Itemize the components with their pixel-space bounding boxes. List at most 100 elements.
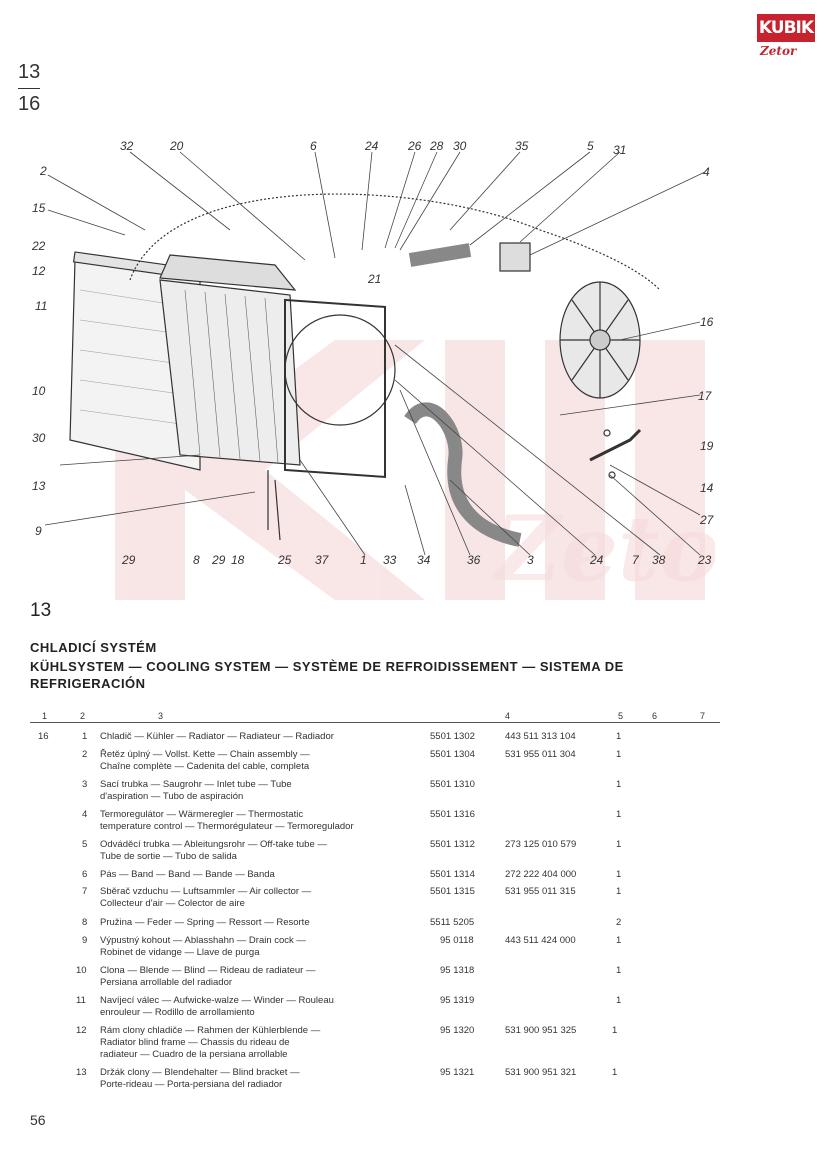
quantity: 2 [616, 917, 622, 928]
quantity: 1 [616, 779, 622, 790]
callout-label: 7 [632, 553, 640, 567]
callout-label: 18 [231, 553, 245, 567]
description-cont: Robinet de vidange — Llave de purga [100, 947, 260, 958]
position: 3 [82, 779, 88, 790]
callout-label: 30 [453, 139, 467, 153]
callout-label: 32 [120, 139, 134, 153]
callout-label: 29 [121, 553, 136, 567]
callout-label: 38 [652, 553, 666, 567]
part-code: 95 0118 [440, 935, 474, 946]
callout-label: 33 [383, 553, 397, 567]
position: 5 [82, 839, 88, 850]
callout-label: 4 [703, 165, 710, 179]
description: Sběrač vzduchu — Luftsammler — Air colle… [100, 886, 312, 897]
callout-label: 9 [35, 524, 42, 538]
reference: 531 900 951 325 [505, 1025, 577, 1036]
zetor-logo: Zetor [760, 44, 797, 58]
part-code: 5501 1304 [430, 749, 475, 760]
title-multilingual: KÜHLSYSTEM — COOLING SYSTEM — SYSTÈME DE… [30, 659, 624, 691]
part-code: 5501 1315 [430, 886, 475, 897]
quantity: 1 [616, 869, 622, 880]
callout-label: 11 [35, 299, 47, 313]
position: 9 [82, 935, 88, 946]
callout-label: 2 [39, 164, 47, 178]
position: 12 [76, 1025, 87, 1036]
col-header-1: 1 [42, 711, 48, 721]
description-cont: enrouleur — Rodillo de arrollamiento [100, 1007, 255, 1018]
col-header-3: 3 [158, 711, 164, 721]
page-ref-divider [18, 88, 40, 89]
description: Řetěz úplný — Vollst. Kette — Chain asse… [100, 749, 310, 760]
callout-label: 35 [515, 139, 529, 153]
callout-label: 27 [699, 513, 715, 527]
description-cont: Porte-rideau — Porta-persiana del radiad… [100, 1079, 283, 1090]
watermark-text: Zetor [492, 496, 715, 600]
callout-label: 24 [589, 553, 604, 567]
callout-label: 31 [613, 143, 626, 157]
description: Navíjecí válec — Aufwicke-walze — Winder… [100, 995, 334, 1006]
callout-label: 13 [32, 479, 46, 493]
cooling-system-diagram: 32 20 6 24 26 28 30 35 5 31 4 2 15 22 12… [31, 139, 715, 567]
part-code: 95 1320 [440, 1025, 475, 1036]
position: 2 [82, 749, 88, 760]
description-cont: d'aspiration — Tubo de aspiración [100, 791, 244, 802]
logo-text: KUBIK [758, 18, 814, 38]
position: 11 [76, 995, 86, 1006]
description: Clona — Blende — Blind — Rideau de radia… [100, 965, 316, 976]
description: Rám clony chladiče — Rahmen der Kühlerbl… [100, 1025, 321, 1036]
callout-label: 29 [211, 553, 226, 567]
header-rule [30, 722, 720, 723]
col-header-4: 4 [505, 711, 511, 721]
part-code: 5501 1312 [430, 839, 475, 850]
reference: 272 222 404 000 [505, 869, 577, 880]
quantity: 1 [616, 839, 622, 850]
callout-label: 15 [32, 201, 46, 215]
page-ref-top: 13 [18, 61, 41, 83]
callout-label: 28 [429, 139, 444, 153]
callout-label: 3 [527, 553, 534, 567]
page-ref-bottom: 16 [18, 93, 41, 115]
description-cont: Chaîne complète — Cadenita del cable, co… [100, 761, 310, 772]
description: Pás — Band — Band — Bande — Banda [100, 869, 275, 880]
description-cont: Collecteur d'air — Colector de aire [100, 898, 245, 909]
quantity: 1 [616, 731, 622, 742]
reference: 531 900 951 321 [505, 1067, 577, 1078]
position: 13 [76, 1067, 87, 1078]
part-code: 5501 1316 [430, 809, 475, 820]
col-header-6: 6 [652, 711, 658, 721]
description-cont: Tube de sortie — Tubo de salida [100, 851, 237, 862]
callout-label: 23 [697, 553, 712, 567]
callout-label: 36 [467, 553, 481, 567]
callout-label: 12 [32, 264, 46, 278]
part-code: 95 1319 [440, 995, 475, 1006]
callout-label: 24 [364, 139, 379, 153]
callout-label: 1 [360, 553, 367, 567]
reference: 443 511 313 104 [505, 731, 576, 742]
callout-label: 8 [193, 553, 200, 567]
part-code: 5501 1314 [430, 869, 475, 880]
description: Držák clony — Blendehalter — Blind brack… [100, 1067, 300, 1078]
section-number: 13 [30, 600, 52, 621]
part-code: 5501 1302 [430, 731, 475, 742]
callout-label: 17 [698, 389, 713, 403]
description: Pružina — Feder — Spring — Ressort — Res… [100, 917, 310, 928]
col-header-5: 5 [618, 711, 624, 721]
description: Sací trubka — Saugrohr — Inlet tube — Tu… [100, 779, 292, 790]
callout-label: 14 [700, 481, 714, 495]
kubik-logo: KUBIK [757, 14, 815, 42]
quantity: 1 [616, 886, 622, 897]
position: 4 [82, 809, 88, 820]
callout-label: 20 [169, 139, 184, 153]
quantity: 1 [616, 749, 622, 760]
callout-label: 30 [32, 431, 46, 445]
reference: 443 511 424 000 [505, 935, 576, 946]
callout-label: 22 [31, 239, 46, 253]
col-header-7: 7 [700, 711, 706, 721]
description-cont: radiateur — Cuadro de la persiana arroll… [100, 1049, 288, 1060]
reference: 531 955 011 304 [505, 749, 576, 760]
callout-label: 16 [700, 315, 714, 329]
callout-label: 10 [32, 384, 46, 398]
callout-label: 19 [700, 439, 714, 453]
title-czech: CHLADICÍ SYSTÉM [30, 640, 157, 655]
description: Termoregulátor — Wärmeregler — Thermosta… [100, 809, 304, 820]
